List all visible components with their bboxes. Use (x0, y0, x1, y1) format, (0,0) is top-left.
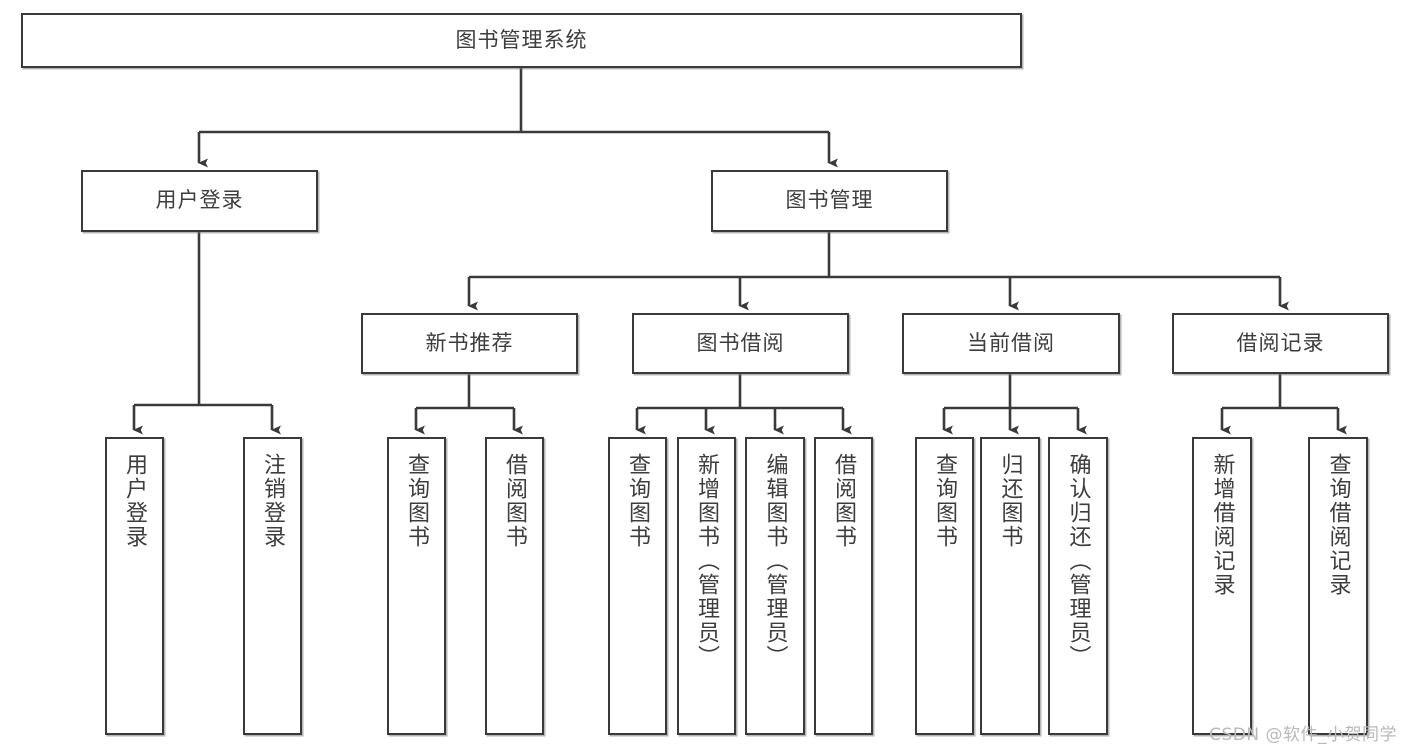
edge-group-borrow-record (1220, 374, 1347, 435)
node-leaf-logout-label: 注销登录 (260, 453, 286, 549)
node-leaf-query-book-rec-label: 查询图书 (404, 453, 430, 549)
node-book-management[interactable]: 图书管理 (711, 170, 948, 232)
node-leaf-return-book-label: 归还图书 (997, 453, 1023, 549)
node-leaf-confirm-return[interactable]: 确认归还（管理员） (1048, 437, 1108, 735)
node-leaf-borrow-book-rec-label: 借阅图书 (502, 453, 528, 549)
node-leaf-query-book-borrow-label: 查询图书 (625, 453, 651, 549)
node-leaf-query-book-current-label: 查询图书 (932, 453, 958, 549)
edge-group-user-login (132, 232, 281, 435)
node-leaf-query-book-borrow[interactable]: 查询图书 (608, 437, 667, 735)
node-user-login[interactable]: 用户登录 (81, 170, 318, 232)
node-root[interactable]: 图书管理系统 (21, 13, 1022, 68)
node-user-login-label: 用户登录 (155, 188, 244, 213)
node-current-borrow[interactable]: 当前借阅 (902, 313, 1120, 374)
edge-group-book-borrow (635, 374, 852, 435)
node-leaf-user-login[interactable]: 用户登录 (105, 437, 164, 735)
node-book-borrow-label: 图书借阅 (696, 330, 785, 355)
node-current-borrow-label: 当前借阅 (967, 330, 1055, 355)
node-leaf-edit-book[interactable]: 编辑图书（管理员） (745, 437, 805, 735)
node-leaf-user-login-label: 用户登录 (122, 453, 148, 549)
node-leaf-query-book-rec[interactable]: 查询图书 (387, 437, 446, 735)
node-new-book-recommend-label: 新书推荐 (425, 330, 514, 355)
edge-group-new-book-rec (414, 374, 523, 435)
node-leaf-query-borrow-record[interactable]: 查询借阅记录 (1308, 437, 1368, 735)
node-leaf-add-borrow-record[interactable]: 新增借阅记录 (1192, 437, 1252, 735)
node-book-management-label: 图书管理 (785, 188, 874, 213)
node-leaf-edit-book-label: 编辑图书（管理员） (762, 453, 788, 669)
node-leaf-query-borrow-record-label: 查询借阅记录 (1325, 453, 1351, 597)
node-root-label: 图书管理系统 (455, 27, 588, 52)
edge-group-current-borrow (942, 374, 1087, 435)
node-borrow-record[interactable]: 借阅记录 (1172, 313, 1389, 374)
node-leaf-add-book[interactable]: 新增图书（管理员） (677, 437, 736, 735)
node-leaf-return-book[interactable]: 归还图书 (980, 437, 1040, 735)
node-leaf-query-book-current[interactable]: 查询图书 (915, 437, 974, 735)
node-borrow-record-label: 借阅记录 (1236, 330, 1325, 355)
node-new-book-recommend[interactable]: 新书推荐 (361, 313, 578, 374)
node-leaf-confirm-return-label: 确认归还（管理员） (1065, 453, 1091, 669)
edge-group-book-mgmt (467, 232, 1289, 311)
node-leaf-borrow-book-rec[interactable]: 借阅图书 (485, 437, 544, 735)
node-leaf-add-borrow-record-label: 新增借阅记录 (1209, 453, 1235, 597)
edge-group-root (197, 68, 838, 168)
node-book-borrow[interactable]: 图书借阅 (632, 313, 849, 374)
node-leaf-borrow-book-label: 借阅图书 (831, 453, 857, 549)
node-leaf-logout[interactable]: 注销登录 (243, 437, 302, 735)
node-leaf-borrow-book[interactable]: 借阅图书 (814, 437, 873, 735)
node-leaf-add-book-label: 新增图书（管理员） (694, 453, 720, 669)
